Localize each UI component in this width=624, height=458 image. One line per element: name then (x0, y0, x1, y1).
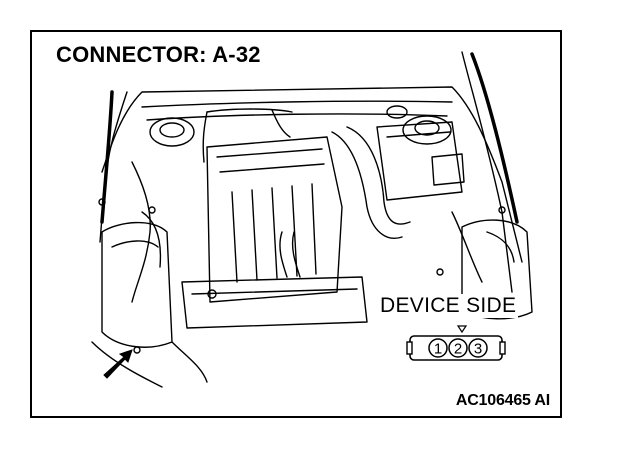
key-marker-icon (456, 325, 468, 334)
pin-2-label: 2 (454, 341, 462, 358)
pin-3-label: 3 (474, 341, 482, 358)
pin-3: 3 (468, 338, 488, 358)
engine-bay-illustration (91, 51, 533, 388)
pin-1-label: 1 (434, 341, 442, 358)
connector-title: CONNECTOR: A-32 (52, 42, 265, 68)
diagram-frame: CONNECTOR: A-32 DEVICE SIDE 1 2 3 AC1064… (30, 30, 562, 418)
pin-1: 1 (428, 338, 448, 358)
pointer-arrow (103, 349, 133, 379)
connector-pinout: 1 2 3 (406, 325, 506, 361)
pin-2: 2 (448, 338, 468, 358)
device-side-label: DEVICE SIDE (378, 294, 519, 318)
reference-code: AC106465 AI (455, 392, 550, 409)
